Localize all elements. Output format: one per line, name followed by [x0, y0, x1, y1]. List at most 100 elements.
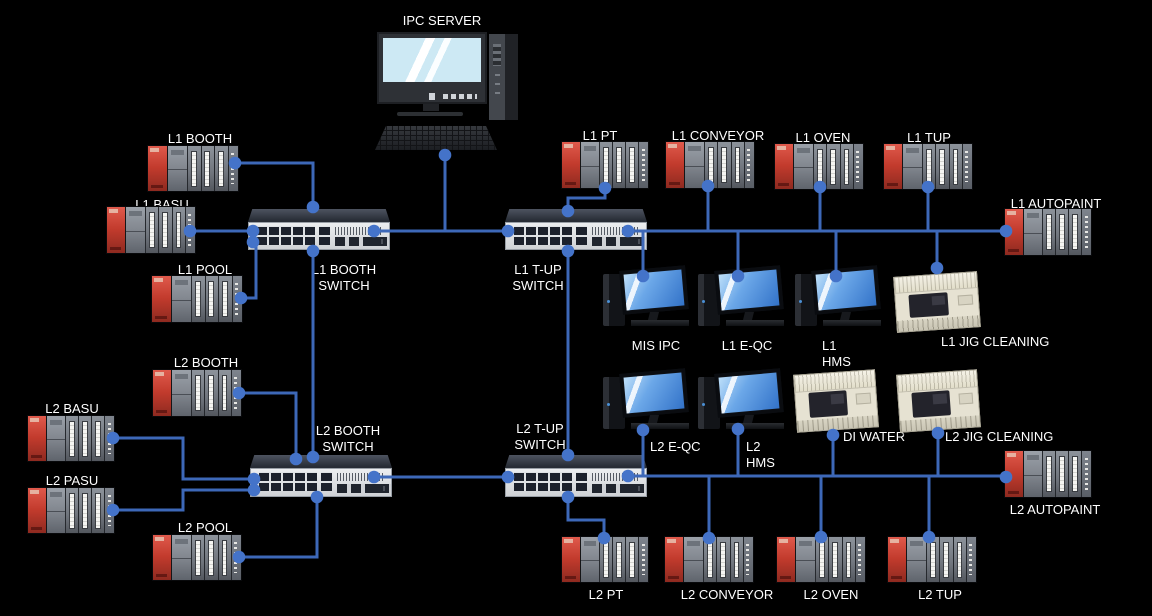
l1-jig-cleaning-node — [893, 271, 981, 333]
plc-io-card-icon — [205, 276, 220, 322]
l2-oven-label: L2 OVEN — [803, 587, 859, 602]
l1-autopaint-node — [1005, 209, 1092, 255]
l2-booth-switch-node — [250, 455, 392, 497]
plc-cpu-module-icon — [581, 142, 601, 188]
switch-rj45-ports-icon — [514, 472, 572, 491]
plc-cpu-module-icon — [684, 537, 704, 582]
plc-end-module-icon — [744, 537, 753, 582]
plc-end-module-icon — [856, 537, 865, 582]
l2-jig-cleaning-label: L2 JIG CLEANING — [945, 429, 1054, 444]
mis-ipc-node — [603, 265, 693, 334]
compact-plc-front-icon — [795, 387, 878, 421]
plc-end-module-icon — [1082, 451, 1092, 497]
switch-rj45-ports-icon — [257, 226, 315, 245]
l1-jig-cleaning-label: L1 JIG CLEANING — [941, 334, 1050, 349]
l2-jig-cleaning-node — [896, 369, 981, 433]
l1-tup-node — [884, 144, 972, 189]
workstation-screen-icon — [714, 368, 784, 418]
edge-l1-booth-to-l1-booth-switch — [235, 161, 315, 207]
workstation-base-icon — [631, 423, 689, 429]
plc-cpu-module-icon — [47, 488, 67, 533]
plc-cpu-module-icon — [903, 144, 923, 189]
plc-power-module-icon — [152, 276, 172, 322]
l1-pool-node — [152, 276, 242, 322]
plc-io-card-icon — [145, 207, 160, 253]
l1-booth-switch-node — [248, 209, 390, 250]
switch-rj45-ports-icon — [259, 472, 317, 491]
plc-power-module-icon — [562, 537, 582, 582]
plc-end-module-icon — [854, 144, 863, 189]
workstation-tower-icon — [795, 274, 817, 326]
plc-end-module-icon — [963, 144, 972, 189]
plc-io-card-icon — [191, 276, 206, 322]
l2-tup-node — [888, 537, 976, 582]
plc-io-card-icon — [940, 537, 954, 582]
switch-led-labels-icon — [592, 227, 640, 235]
l1-booth-node — [148, 146, 238, 191]
plc-power-module-icon — [884, 144, 904, 189]
compact-plc-panel-icon — [808, 390, 849, 418]
plc-end-module-icon — [967, 537, 976, 582]
plc-cpu-module-icon — [685, 142, 705, 188]
plc-cpu-module-icon — [581, 537, 601, 582]
edge-l2-booth-to-l2-booth-switch — [239, 391, 298, 459]
workstation-tower-icon — [698, 377, 720, 429]
workstation-tower-icon — [698, 274, 720, 326]
plc-end-module-icon — [745, 142, 754, 188]
switch-uplink-ports-icon — [576, 226, 587, 245]
l1-oven-label: L1 OVEN — [795, 130, 851, 145]
plc-power-module-icon — [665, 537, 685, 582]
plc-end-module-icon — [105, 488, 115, 533]
plc-io-card-icon — [953, 537, 968, 582]
switch-front-icon — [505, 222, 647, 250]
l1-eqc-label: L1 E-QC — [721, 338, 773, 353]
switch-front-icon — [505, 468, 647, 497]
l2-tup-label: L2 TUP — [918, 587, 962, 602]
plc-io-card-icon — [1043, 209, 1057, 255]
l2-autopaint-node — [1005, 451, 1092, 497]
l1-booth-label: L1 BOOTH — [167, 131, 233, 146]
switch-console-port-icon — [366, 237, 377, 246]
plc-power-module-icon — [562, 142, 582, 188]
plc-io-card-icon — [936, 144, 950, 189]
plc-end-module-icon — [639, 142, 649, 188]
workstation-screen-icon — [619, 368, 689, 418]
plc-end-module-icon — [105, 416, 115, 461]
l2-pt-node — [562, 537, 649, 582]
l2-booth-label: L2 BOOTH — [173, 355, 239, 370]
plc-io-card-icon — [840, 144, 855, 189]
switch-status-led-icon — [638, 486, 640, 491]
l1-autopaint-label: L1 AUTOPAINT — [1010, 196, 1102, 211]
monitor-screen-icon — [383, 38, 481, 83]
workstation-base-icon — [726, 423, 784, 429]
plc-io-card-icon — [815, 537, 830, 582]
switch-led-labels-icon — [335, 227, 383, 235]
plc-power-module-icon — [107, 207, 127, 253]
switch-top-icon — [248, 209, 390, 222]
plc-power-module-icon — [148, 146, 168, 191]
plc-io-card-icon — [92, 488, 106, 533]
l1-tup-switch-node — [505, 209, 647, 250]
keyboard-icon — [375, 126, 497, 150]
monitor-base-icon — [397, 112, 463, 116]
l2-conveyor-label: L2 CONVEYOR — [680, 587, 774, 602]
switch-sfp-slots-icon — [337, 484, 391, 493]
l1-tup-label: L1 TUP — [907, 130, 951, 145]
l1-conveyor-node — [666, 142, 754, 188]
edge-l2-basu-to-l2-booth-switch — [113, 436, 254, 481]
compact-plc-panel-icon — [908, 292, 950, 318]
plc-io-card-icon — [613, 142, 627, 188]
plc-io-card-icon — [1069, 209, 1083, 255]
plc-power-module-icon — [775, 144, 795, 189]
l2-autopaint-label: L2 AUTOPAINT — [1009, 502, 1101, 517]
l2-conveyor-node — [665, 537, 753, 582]
server-tower-icon — [489, 34, 518, 120]
l1-pt-label: L1 PT — [582, 128, 618, 143]
switch-top-icon — [505, 455, 647, 468]
plc-io-card-icon — [218, 535, 233, 580]
switch-sfp-slots-icon — [592, 237, 646, 246]
plc-cpu-module-icon — [1024, 209, 1044, 255]
plc-io-card-icon — [613, 537, 627, 582]
